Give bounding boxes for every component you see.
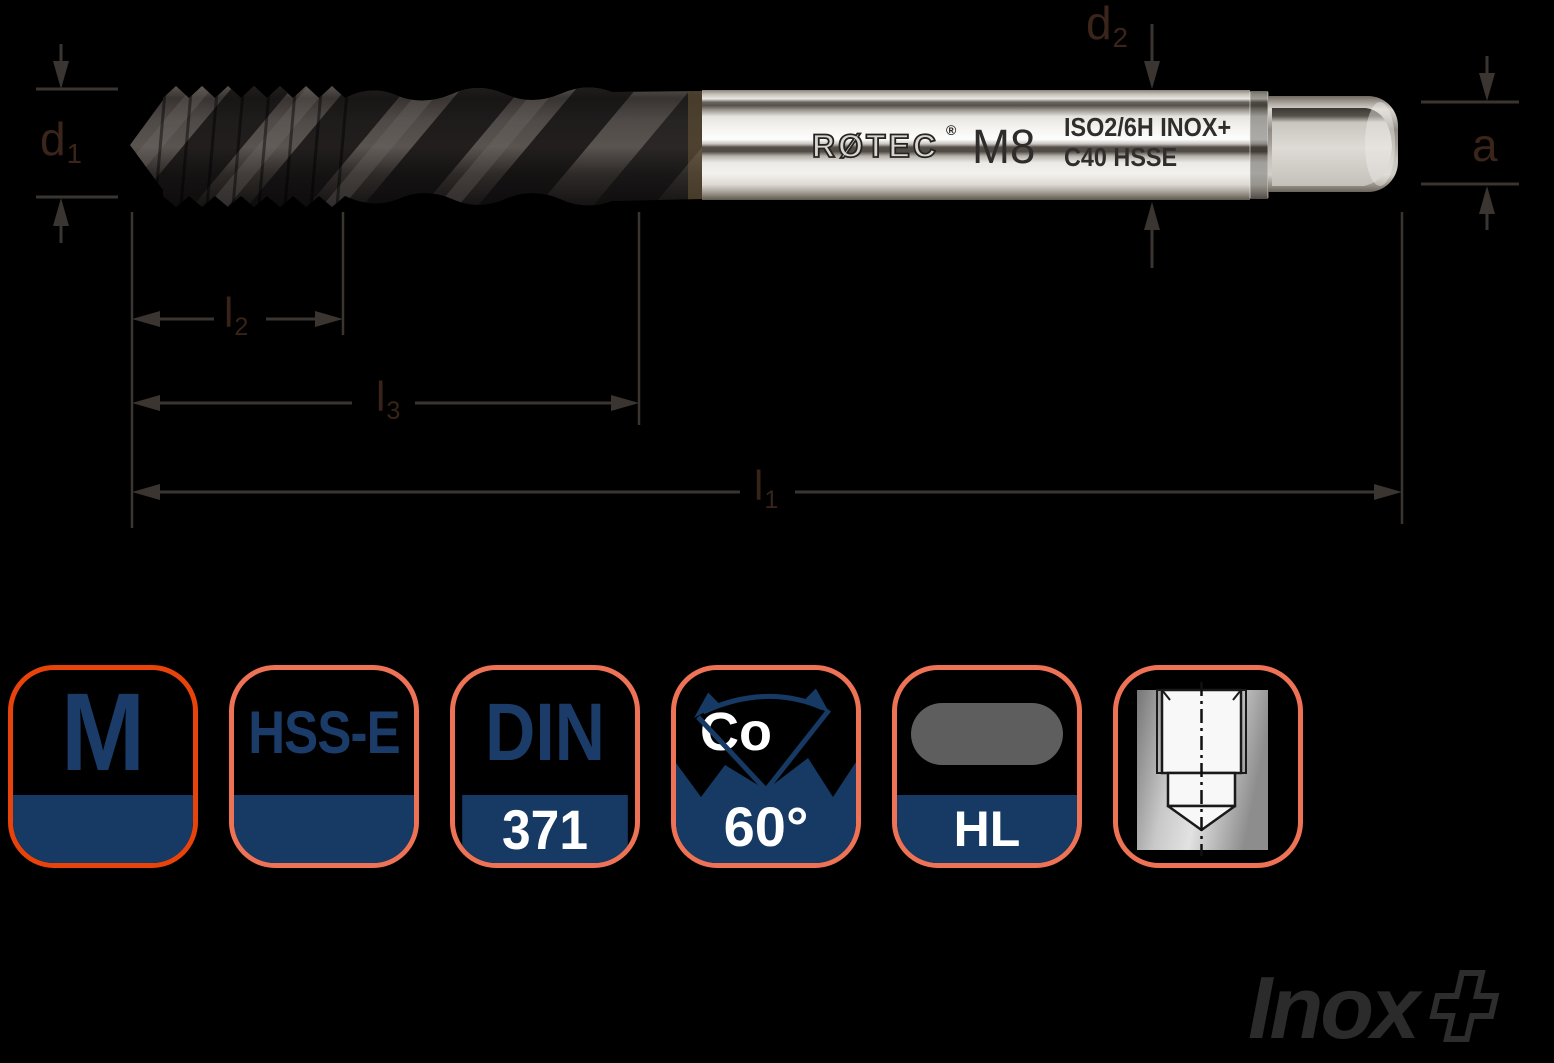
extension-lines	[130, 212, 1404, 528]
tap-square-drive	[1268, 96, 1398, 192]
badge-standard-label: DIN	[484, 686, 606, 778]
inox-logo-text: Inox	[1248, 958, 1420, 1057]
dim-label-a: a	[1472, 119, 1498, 171]
badge-material-label: HSS-E	[248, 699, 400, 766]
dim-label-l1: l1	[748, 465, 785, 512]
badge-hole-type	[1113, 665, 1303, 868]
tap-technical-drawing	[36, 24, 1519, 528]
badge-thread-type-label: M	[60, 671, 146, 794]
thread-grooves	[153, 91, 349, 207]
dimension-lines	[36, 24, 1519, 528]
tap-thread-section	[130, 86, 702, 207]
dim-d2	[1144, 24, 1160, 268]
brand-logo: RØTEC	[811, 127, 939, 165]
badge-flank-angle: Co 60°	[671, 665, 861, 868]
inox-plus-logo: Inox	[1248, 964, 1509, 1052]
dim-label-d1: d1	[40, 113, 82, 170]
badge-thread-type: M	[8, 665, 198, 868]
registered-mark: ®	[946, 122, 957, 138]
badge-material: HSS-E	[229, 665, 419, 868]
plus-icon	[1429, 970, 1500, 1042]
badge-surface-treatment: HL	[892, 665, 1082, 868]
badge-material-band	[234, 795, 414, 863]
dim-l2	[132, 311, 343, 327]
dim-label-d2: d2	[1086, 0, 1128, 54]
badge-surface-treatment-band: HL	[897, 795, 1077, 863]
dim-d1	[36, 44, 118, 243]
dim-label-l3: l3	[370, 376, 407, 423]
badge-flank-angle-band: 60°	[723, 795, 809, 858]
thread-profile-angle-icon: Co	[676, 688, 856, 863]
dim-l3	[132, 395, 639, 411]
badge-standard: DIN 371	[450, 665, 640, 868]
rounded-pill-icon	[911, 703, 1063, 765]
dim-l1	[132, 484, 1402, 500]
shank-groove-ring	[1249, 91, 1269, 199]
dim-label-l2: l2	[218, 292, 255, 339]
spec-line-1: ISO2/6H INOX+	[1064, 112, 1232, 142]
spec-line-2: C40 HSSE	[1064, 142, 1178, 172]
heat-tint-ring	[688, 86, 702, 207]
spec-marking: ISO2/6H INOX+ C40 HSSE	[1064, 112, 1231, 172]
tap-shank	[702, 90, 1250, 200]
blind-hole-icon	[1137, 682, 1268, 856]
dim-a	[1421, 56, 1519, 230]
thread-size-marking: M8	[972, 121, 1036, 174]
badge-thread-type-band	[13, 795, 193, 863]
badge-standard-band: 371	[462, 795, 628, 863]
